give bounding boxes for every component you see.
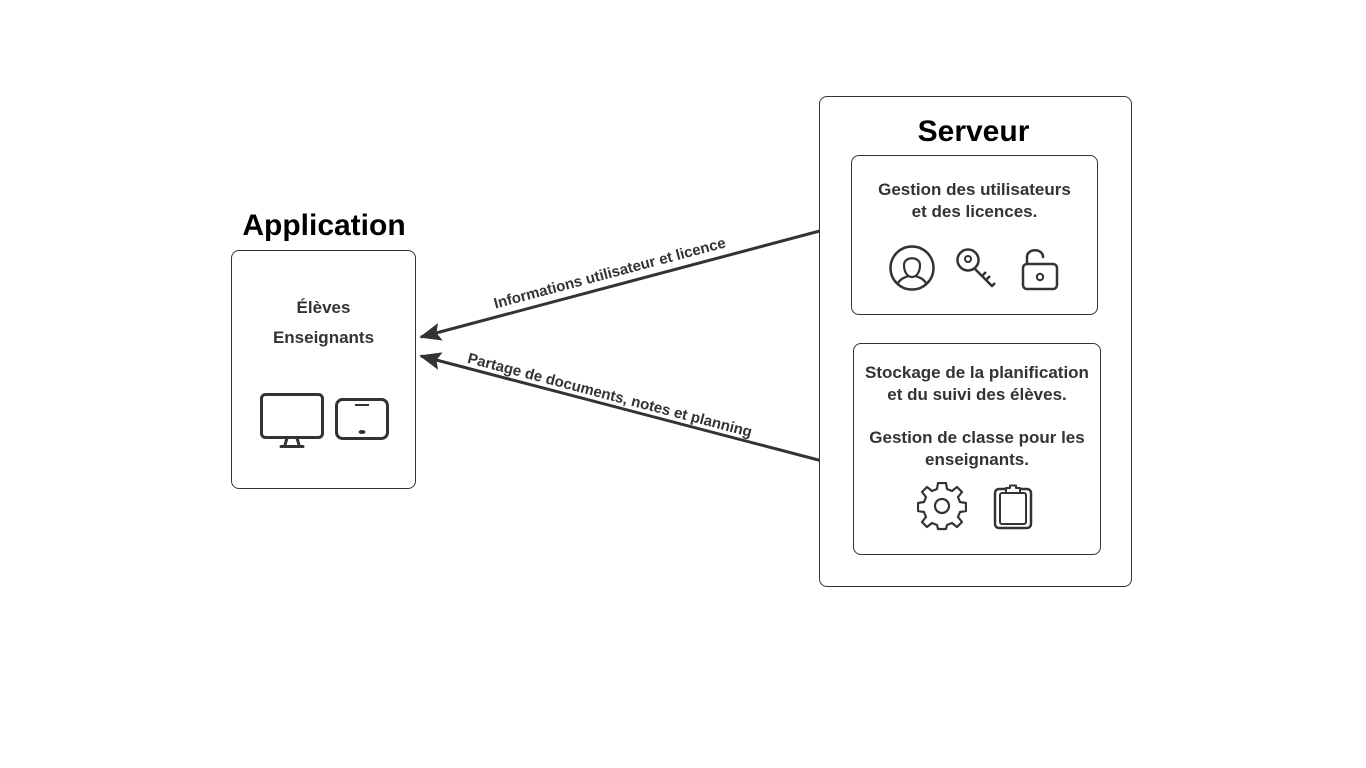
user-license-line2: et des licences. [911, 202, 1038, 221]
server-box: Serveur Gestion des utilisateurs et des … [819, 96, 1132, 587]
gear-icon [917, 482, 967, 532]
storage-line4: enseignants. [925, 450, 1029, 469]
storage-line1: Stockage de la planification [865, 363, 1089, 382]
user-icon [889, 245, 935, 291]
unlock-icon [1021, 245, 1059, 291]
user-license-box: Gestion des utilisateurs et des licences… [851, 155, 1098, 315]
clipboard-icon [993, 484, 1033, 530]
application-line-enseignants: Enseignants [272, 328, 375, 347]
user-license-line1: Gestion des utilisateurs [878, 180, 1071, 199]
tablet-icon [335, 398, 389, 440]
monitor-icon [260, 393, 324, 449]
application-line-eleves: Élèves [296, 298, 351, 317]
application-box: Élèves Enseignants [231, 250, 416, 489]
storage-box: Stockage de la planification et du suivi… [853, 343, 1101, 555]
application-title: Application [242, 209, 406, 242]
server-title: Serveur [917, 115, 1030, 148]
arrow-documents [419, 352, 851, 472]
storage-line3: Gestion de classe pour les [869, 428, 1085, 447]
storage-line2: et du suivi des élèves. [887, 385, 1067, 404]
key-icon [955, 247, 999, 291]
arrow-user-license [419, 220, 848, 341]
